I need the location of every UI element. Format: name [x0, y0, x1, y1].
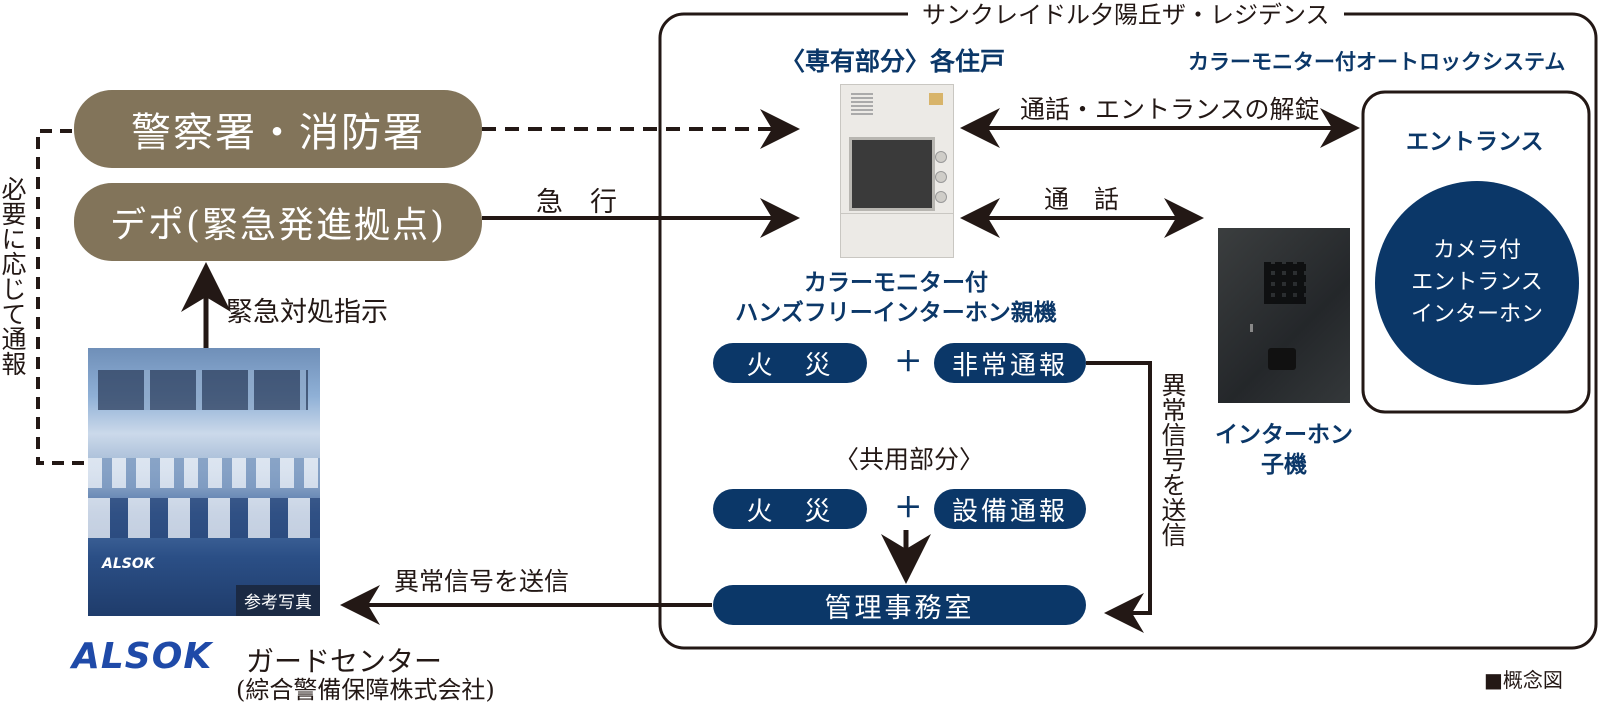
plus-sign-shared: + — [894, 486, 923, 526]
entrance-title: エントランス — [1406, 128, 1544, 155]
monitor-label-line1: カラーモニター付 — [804, 269, 988, 296]
entrance-circle-line2: エントランス — [1411, 270, 1543, 295]
management-office-pill: 管理事務室 — [713, 585, 1086, 625]
alsok-logo: ALSOK — [72, 636, 213, 677]
handset-label-line1: インターホン — [1215, 421, 1353, 448]
private-area-header: 〈専有部分〉各住戸 — [780, 47, 1006, 76]
guard-center-label: ガードセンター — [246, 645, 443, 678]
shared-area-header: 〈共用部分〉 — [834, 445, 985, 474]
concept-label: ■概念図 — [1484, 668, 1563, 692]
monitor-label-line2: ハンズフリーインターホン親機 — [735, 299, 1057, 326]
dashed-notify-line — [36, 129, 88, 465]
entrance-frame — [1361, 90, 1591, 414]
plus-sign-private: + — [894, 340, 923, 380]
photo-caption: 参考写真 — [236, 585, 320, 616]
send-signal-vertical-label: 異常信号を送信 — [1158, 372, 1187, 547]
instruction-label: 緊急対処指示 — [226, 297, 388, 328]
depot-pill: デポ(緊急発進拠点) — [74, 183, 482, 261]
handset-label: インターホン 子機 — [1196, 420, 1372, 480]
monitor-label: カラーモニター付 ハンズフリーインターホン親機 — [700, 268, 1092, 328]
handset-label-line2: 子機 — [1261, 451, 1307, 478]
intercom-handset-device — [1218, 228, 1350, 403]
entrance-circle-line3: インターホン — [1410, 302, 1543, 327]
fire-pill-shared: 火 災 — [713, 489, 867, 529]
equipment-report-pill: 設備通報 — [934, 489, 1086, 529]
intercom-monitor-device — [840, 84, 954, 258]
talk-unlock-label: 通話・エントランスの解錠 — [1020, 95, 1320, 124]
control-room-photo: ALSOK 参考写真 — [88, 348, 320, 616]
fire-pill-private: 火 災 — [713, 343, 867, 383]
emergency-report-pill: 非常通報 — [934, 343, 1086, 383]
signal-route-line — [1086, 361, 1152, 633]
entrance-circle-text: カメラ付 エントランス インターホン — [1377, 235, 1577, 331]
building-title: サンクレイドル夕陽丘ザ・レジデンス — [908, 0, 1344, 30]
rush-label: 急 行 — [536, 187, 617, 218]
company-label: (綜合警備保障株式会社) — [236, 676, 495, 704]
notify-if-needed-label: 必要に応じて通報 — [0, 176, 27, 376]
send-signal-label: 異常信号を送信 — [394, 567, 570, 596]
police-fire-pill: 警察署・消防署 — [74, 90, 482, 168]
entrance-circle-line1: カメラ付 — [1432, 238, 1521, 263]
autolock-header: カラーモニター付オートロックシステム — [1188, 49, 1566, 74]
talk-label: 通 話 — [1044, 185, 1120, 214]
entrance-circle-shape — [1375, 181, 1579, 385]
